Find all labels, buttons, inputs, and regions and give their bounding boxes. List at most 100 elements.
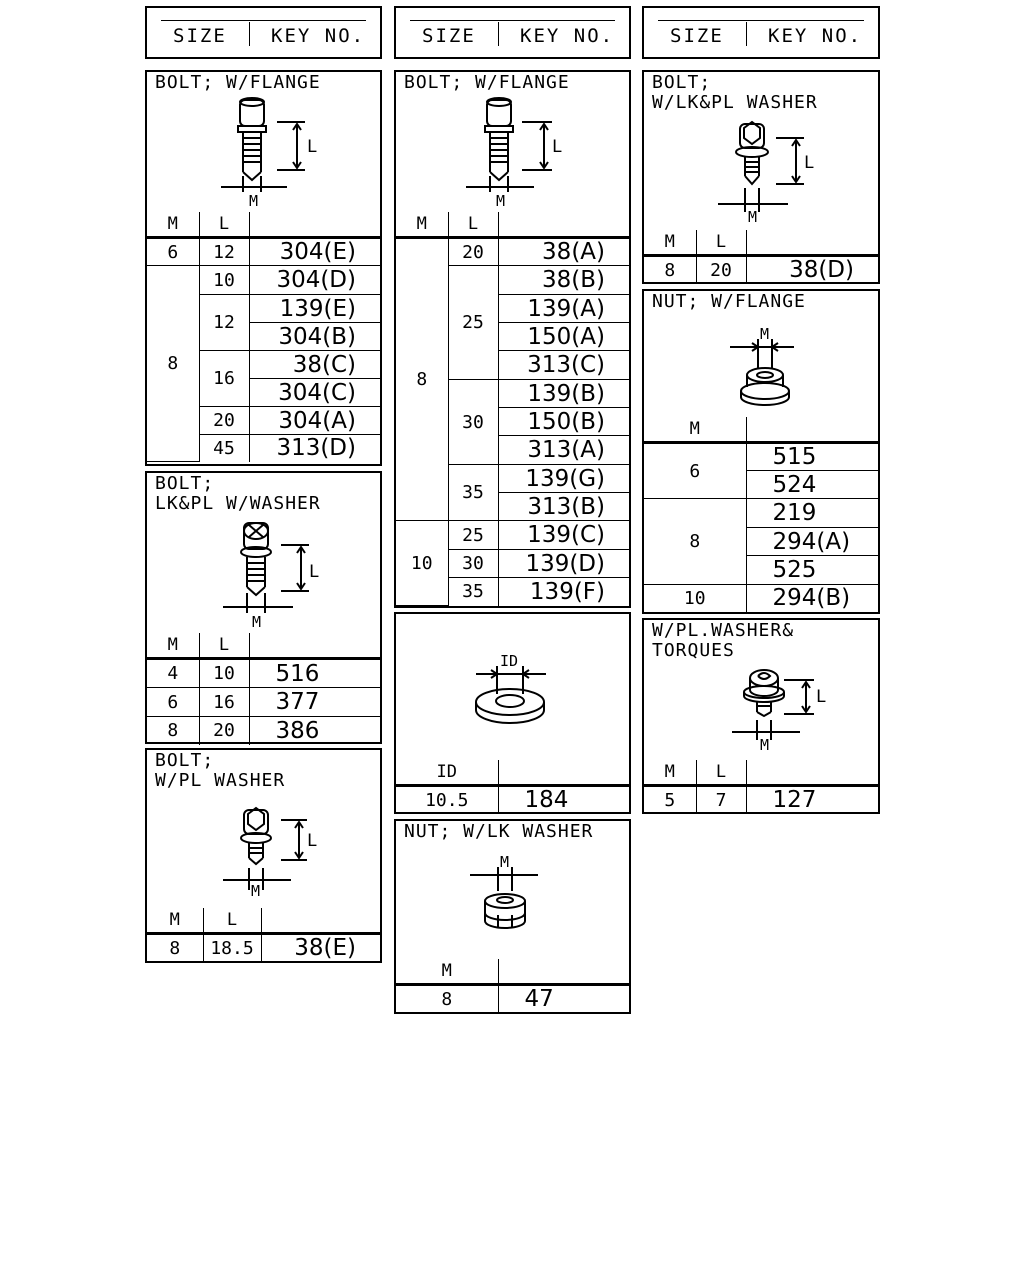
cell-m: 4 xyxy=(147,657,200,688)
panel-nut-flange: NUT; W/FLANGE M M 6 515 524 8 219 294(A xyxy=(642,289,880,614)
panel-title: NUT; W/LK WASHER xyxy=(404,821,594,842)
panel-title-line1: BOLT; xyxy=(652,72,712,93)
cell-key: 377 xyxy=(248,687,380,717)
cell-key: 150(B) xyxy=(498,407,629,436)
header-box-3: SIZE KEY NO. xyxy=(642,6,880,59)
panel-title: NUT; W/FLANGE xyxy=(652,291,806,312)
panel-title-line2: W/LK&PL WASHER xyxy=(652,92,818,113)
cell-key: 127 xyxy=(745,784,878,814)
cell-m: 8 xyxy=(147,716,200,745)
panel-title-line1: BOLT; xyxy=(155,750,215,771)
cell-key: 304(D) xyxy=(248,265,380,295)
cell-l: 20 xyxy=(695,254,747,284)
header-box-1: SIZE KEY NO. xyxy=(145,6,382,59)
svg-text:L: L xyxy=(552,137,562,157)
cell-key: 139(D) xyxy=(497,549,629,578)
panel-table: M L 6 12 304(E) 8 10 304(D) 12 139(E) 30… xyxy=(147,212,380,462)
svg-text:L: L xyxy=(307,137,317,157)
bolt-flange-drawing: L M xyxy=(147,72,380,212)
cell-l: 30 xyxy=(448,549,499,578)
svg-text:M: M xyxy=(249,192,258,210)
col-header-m: M xyxy=(644,760,697,786)
col-header-key xyxy=(248,212,380,238)
col-header-l: L xyxy=(198,212,250,238)
cell-key: 386 xyxy=(248,716,380,745)
panel-table: M L 8 20 38(A) 25 38(B) 139(A) 150(A) 31… xyxy=(396,212,629,606)
panel-bolt-lk-pl-washer-2: BOLT; W/LK&PL WASHER L M M L 8 20 xyxy=(642,70,880,284)
panel-table: M L 4 10 516 6 16 377 8 20 386 xyxy=(147,633,380,745)
col-header-key xyxy=(745,230,878,256)
col-header-id: ID xyxy=(396,760,499,786)
svg-text:M: M xyxy=(251,882,260,900)
cell-key: 139(G) xyxy=(497,464,629,493)
header-separator xyxy=(498,22,499,46)
cell-key: 219 xyxy=(745,498,878,528)
cell-key: 515 xyxy=(745,441,878,471)
cell-key: 38(E) xyxy=(260,932,380,962)
cell-key: 525 xyxy=(746,555,878,585)
header-box-2: SIZE KEY NO. xyxy=(394,6,631,59)
cell-m: 6 xyxy=(147,687,200,717)
col-header-key xyxy=(497,212,629,238)
cell-l: 16 xyxy=(199,350,250,407)
panel-title-line1: BOLT; xyxy=(155,473,215,494)
svg-text:M: M xyxy=(760,736,769,754)
svg-text:M: M xyxy=(748,208,757,226)
svg-text:L: L xyxy=(307,831,317,851)
cell-l: 10 xyxy=(198,657,250,688)
cell-key: 150(A) xyxy=(498,322,629,351)
cell-key: 38(A) xyxy=(497,236,629,266)
header-key-label: KEY NO. xyxy=(768,25,863,47)
panel-table: M L 5 7 127 xyxy=(644,760,878,814)
col-header-m: M xyxy=(396,959,499,985)
panel-table: M 6 515 524 8 219 294(A) 525 10 294(B) xyxy=(644,417,878,612)
col-header-l: L xyxy=(198,633,250,659)
cell-m: 8 xyxy=(147,932,204,962)
header-line xyxy=(658,20,864,21)
cell-l: 35 xyxy=(448,577,499,606)
panel-bolt-flange-1: BOLT; W/FLANGE L M M L 6 12 304(E) xyxy=(145,70,382,466)
panel-washer: ID ID 10.5 184 xyxy=(394,612,631,814)
cell-key: 139(E) xyxy=(248,294,380,323)
panel-table: M L 8 18.5 38(E) xyxy=(147,908,380,962)
panel-table: M 8 47 xyxy=(396,959,629,1013)
cell-m: 10 xyxy=(396,520,449,606)
svg-text:M: M xyxy=(500,853,509,871)
cell-l: 20 xyxy=(198,716,250,745)
col-header-m: M xyxy=(147,633,200,659)
header-size-label: SIZE xyxy=(173,25,227,47)
cell-l: 12 xyxy=(199,294,250,351)
col-header-m: M xyxy=(644,230,697,256)
cell-key: 38(D) xyxy=(745,254,878,284)
cell-key: 38(C) xyxy=(248,350,380,379)
cell-key: 139(A) xyxy=(498,294,629,323)
cell-l: 12 xyxy=(198,236,250,266)
cell-l: 35 xyxy=(448,464,499,521)
panel-table: M L 8 20 38(D) xyxy=(644,230,878,284)
bolt-lk-pl-washer-drawing: L M xyxy=(147,473,380,633)
cell-key: 313(C) xyxy=(498,350,629,380)
svg-text:M: M xyxy=(496,192,505,210)
cell-l: 10 xyxy=(198,265,250,295)
col-header-l: L xyxy=(695,230,747,256)
cell-m: 6 xyxy=(644,441,747,499)
panel-nut-lk-washer: NUT; W/LK WASHER M M 8 47 xyxy=(394,819,631,1014)
cell-key: 294(B) xyxy=(745,584,878,612)
panel-title: BOLT; W/FLANGE xyxy=(155,72,321,93)
cell-l: 25 xyxy=(448,265,499,380)
col-header-l: L xyxy=(202,908,262,934)
cell-m: 6 xyxy=(147,236,200,266)
col-header-m: M xyxy=(644,417,747,443)
col-header-key xyxy=(260,908,380,934)
cell-m: 8 xyxy=(644,254,697,284)
cell-key: 304(A) xyxy=(248,406,380,435)
panel-title-line2: W/PL WASHER xyxy=(155,770,286,791)
torx-bolt-drawing: L M xyxy=(644,620,878,760)
cell-l: 7 xyxy=(695,784,747,814)
svg-text:M: M xyxy=(760,325,769,343)
nut-flange-drawing: M xyxy=(644,291,878,417)
svg-text:ID: ID xyxy=(500,652,518,670)
col-header-key xyxy=(248,633,380,659)
cell-l: 25 xyxy=(447,520,499,550)
cell-key: 313(D) xyxy=(248,434,380,462)
